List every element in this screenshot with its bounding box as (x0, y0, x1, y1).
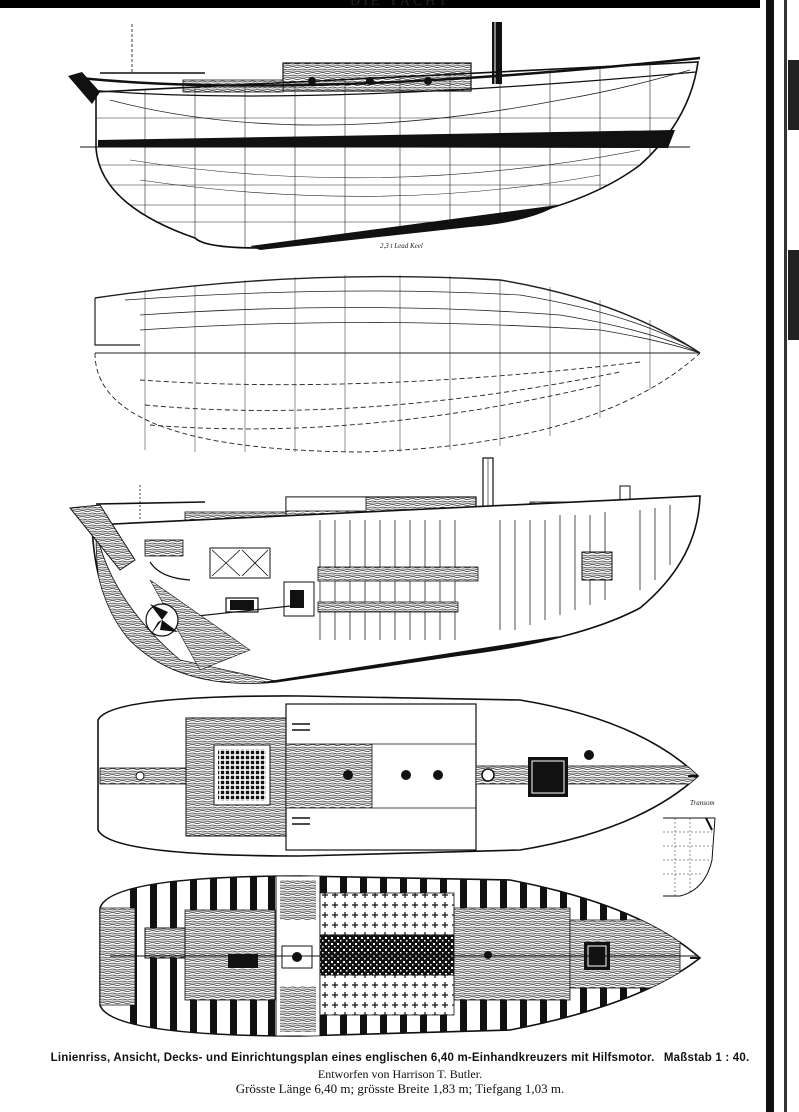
transom-label: Transom (690, 799, 715, 807)
yacht-plans: 2,3 t Lead Keel (68, 22, 716, 1037)
inboard-profile (69, 457, 701, 684)
scan-top-edge (0, 0, 799, 8)
scan-right-edge (760, 0, 799, 1112)
caption-scale: Maßstab 1 : 40. (663, 1052, 750, 1064)
profile-lines-drawing: 2,3 t Lead Keel (68, 22, 701, 250)
caption-designer: Entworfen von Harrison T. Butler. (317, 1067, 483, 1081)
accommodation-plan (99, 875, 702, 1037)
transom-detail: Transom (663, 799, 716, 897)
caption-dimensions: Grösste Länge 6,40 m; grösste Breite 1,8… (235, 1081, 565, 1096)
caption-title-line: Linienriss, Ansicht, Decks- und Einricht… (0, 1052, 799, 1064)
keel-note: 2,3 t Lead Keel (380, 242, 423, 250)
running-header: DIE YACHT (350, 0, 450, 9)
deck-plan (97, 695, 700, 857)
half-breadth-plan (94, 275, 701, 453)
caption-title: Linienriss, Ansicht, Decks- und Einricht… (50, 1052, 655, 1064)
